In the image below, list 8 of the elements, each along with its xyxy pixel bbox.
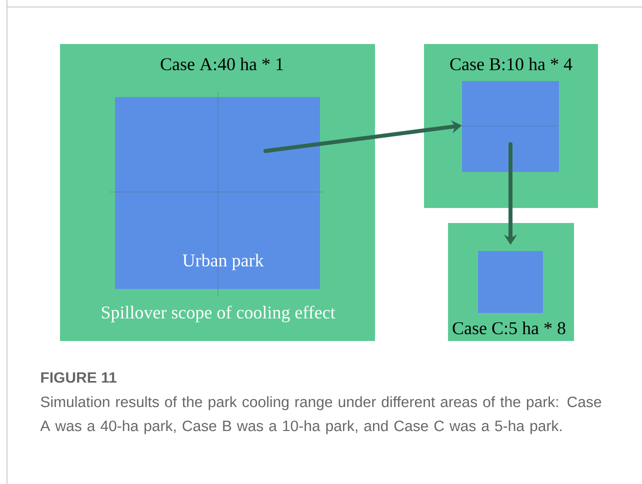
case-label: Case C:5 ha * 8 <box>452 322 566 334</box>
figure-number: FIGURE 11 <box>41 372 116 383</box>
park-square <box>478 251 543 313</box>
zone-label: Urban park <box>182 254 264 270</box>
case-label: Case A:40 ha * 1 <box>160 58 283 70</box>
zone-label: Spillover scope of cooling effect <box>102 306 336 322</box>
caption: Simulation results of the park cooling range under different areas of the park: Case A was a 40-ha park, Case B was a 10-ha park, and Case C was a 5-ha park. <box>40 396 602 434</box>
case-label: Case B:10 ha * 4 <box>450 58 572 70</box>
